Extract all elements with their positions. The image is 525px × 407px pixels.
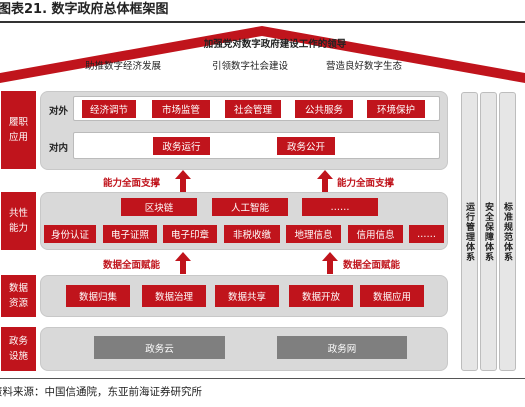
- capability-bottom-item-6: 信用信息: [348, 225, 403, 243]
- external-item-3: 社会管理: [225, 100, 281, 118]
- capability-top-item-2: 人工智能: [212, 198, 288, 216]
- figure-title: 图表21. 数字政府总体框架图: [0, 2, 169, 17]
- external-item-2: 市场监管: [152, 100, 210, 118]
- data-item-5: 数据应用: [360, 285, 424, 307]
- layer-label-performance-text: 履职应用: [8, 117, 28, 143]
- data-item-3: 数据共享: [215, 285, 279, 307]
- roof-item-1: 助推数字经济发展: [85, 61, 162, 72]
- external-item-5: 环境保护: [367, 100, 425, 118]
- capability-bottom-item-4: 非税收缴: [224, 225, 280, 243]
- external-item-1: 经济调节: [82, 100, 136, 118]
- up-arrow-icon: [322, 252, 338, 274]
- roof-shape: [0, 26, 525, 83]
- roof: [0, 26, 525, 83]
- layer-label-data: 数据资源: [1, 275, 36, 317]
- roof-item-2: 引领数字社会建设: [212, 61, 289, 72]
- data-item-1: 数据归集: [66, 285, 130, 307]
- internal-row: [73, 132, 440, 159]
- capability-bottom-item-5: 地理信息: [286, 225, 341, 243]
- capability-bottom-item-1: 身份认证: [44, 225, 96, 243]
- capability-top-item-1: 区块链: [121, 198, 197, 216]
- layer-label-capability-text: 共性能力: [8, 208, 28, 234]
- side-system-2: 安全保障体系: [480, 92, 497, 371]
- data-item-2: 数据治理: [142, 285, 206, 307]
- internal-item-1: 政务运行: [153, 137, 210, 155]
- external-label: 对外: [49, 106, 69, 117]
- internal-item-2: 政务公开: [277, 137, 335, 155]
- external-item-4: 公共服务: [295, 100, 353, 118]
- roof-title: 加强党对数字政府建设工作的领导: [203, 39, 347, 50]
- source-note: 资料来源：中国信通院，东亚前海证券研究所: [0, 386, 202, 398]
- infrastructure-item-1: 政务云: [94, 336, 225, 359]
- roof-item-3: 营造良好数字生态: [326, 61, 403, 72]
- up-arrow-icon: [175, 170, 191, 192]
- layer-label-infrastructure: 政务设施: [1, 327, 36, 371]
- layer-label-capability: 共性能力: [1, 192, 36, 250]
- capability-bottom-item-3: 电子印章: [163, 225, 217, 243]
- capability-top-item-3: ……: [302, 198, 378, 216]
- layer-label-performance: 履职应用: [1, 91, 36, 169]
- side-system-3: 标准规范体系: [499, 92, 516, 371]
- flow-capability-left: 能力全面支撑: [103, 178, 161, 189]
- layer-label-infrastructure-text: 政务设施: [8, 336, 28, 362]
- data-item-4: 数据开放: [289, 285, 353, 307]
- up-arrow-icon: [317, 170, 333, 192]
- infrastructure-item-2: 政务网: [277, 336, 407, 359]
- flow-capability-right: 能力全面支撑: [337, 178, 395, 189]
- footer-rule: [0, 378, 525, 379]
- capability-bottom-item-7: ……: [409, 225, 444, 243]
- side-system-1: 运行管理体系: [461, 92, 478, 371]
- flow-data-right: 数据全面赋能: [343, 260, 401, 271]
- internal-label: 对内: [49, 143, 69, 154]
- capability-bottom-item-2: 电子证照: [103, 225, 157, 243]
- up-arrow-icon: [175, 252, 191, 274]
- layer-label-data-text: 数据资源: [8, 283, 28, 309]
- title-rule: [0, 21, 525, 23]
- flow-data-left: 数据全面赋能: [103, 260, 161, 271]
